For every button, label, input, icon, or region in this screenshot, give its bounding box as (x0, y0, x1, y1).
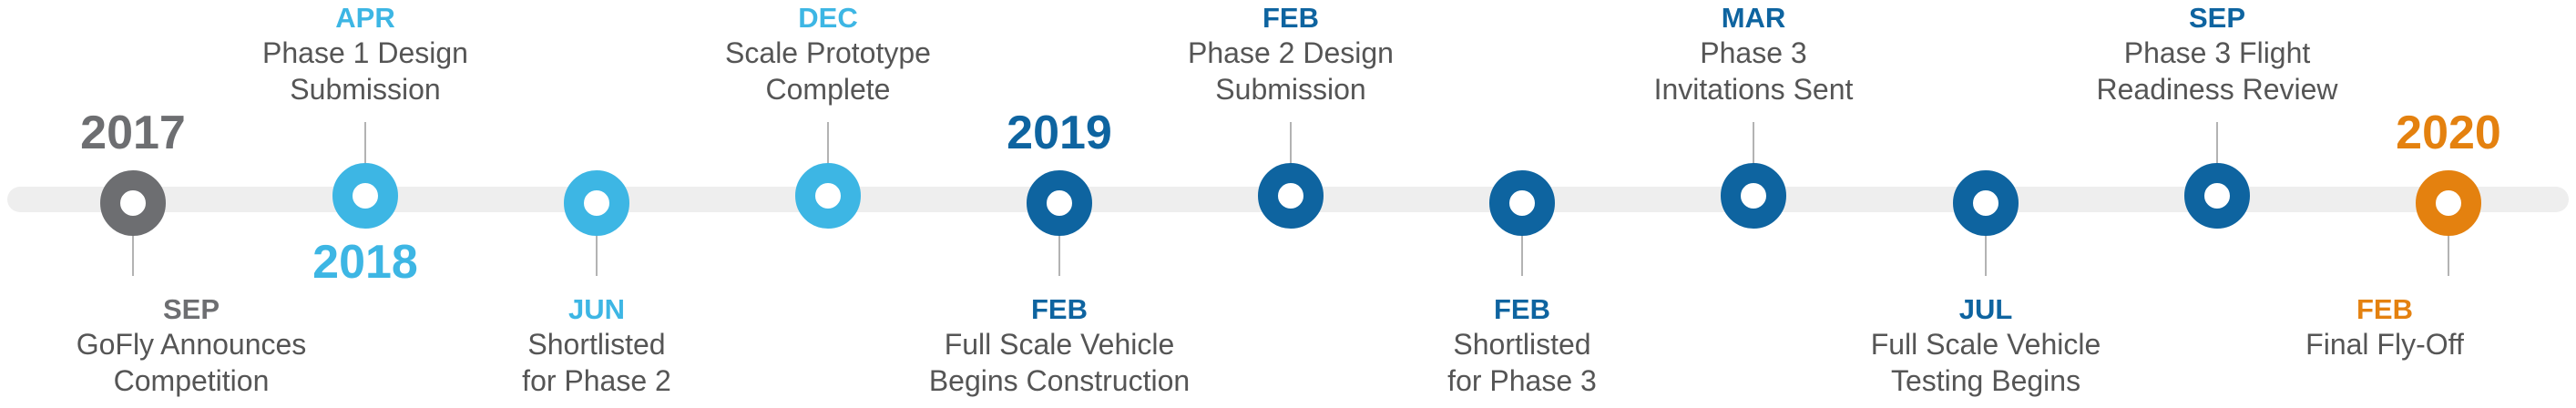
connector-line (132, 230, 134, 276)
milestone-month: SEP (2188, 2, 2246, 34)
connector-line (1985, 230, 1987, 276)
milestone-description: GoFly Announces Competition (76, 328, 307, 397)
connector-line (596, 230, 598, 276)
milestone-marker (100, 170, 166, 236)
connector-line (2448, 230, 2449, 276)
milestone-month: FEB (1494, 293, 1550, 325)
milestone-month: SEP (162, 293, 220, 325)
year-label: 2019 (1007, 107, 1112, 159)
milestone-marker (1953, 170, 2019, 236)
milestone-month: JUN (567, 293, 625, 325)
milestone-description: Full Scale Vehicle Testing Begins (1870, 328, 2101, 397)
milestone-marker (1721, 163, 1786, 229)
milestone-month: FEB (1031, 293, 1088, 325)
milestone-description: Final Fly-Off (2305, 328, 2464, 361)
milestone-marker (2416, 170, 2481, 236)
milestone-description: Phase 2 Design Submission (1188, 36, 1394, 106)
milestone-marker (332, 163, 398, 229)
milestone-marker (1258, 163, 1324, 229)
milestone-description: Phase 1 Design Submission (262, 36, 468, 106)
milestone-marker (2184, 163, 2250, 229)
milestone-description: Scale Prototype Complete (725, 36, 931, 106)
year-label: 2017 (80, 107, 186, 159)
milestone-month: JUL (1958, 293, 2013, 325)
milestone-month: FEB (1262, 2, 1319, 34)
connector-line (2216, 122, 2218, 169)
milestone-marker (1027, 170, 1092, 236)
connector-line (1521, 230, 1523, 276)
milestone-description: Shortlisted for Phase 3 (1447, 328, 1597, 397)
milestone-month: APR (335, 2, 395, 34)
connector-line (1290, 122, 1292, 169)
year-label: 2020 (2396, 107, 2501, 159)
connector-line (827, 122, 829, 169)
milestone-month: DEC (798, 2, 858, 34)
milestone-marker (564, 170, 629, 236)
milestone-month: MAR (1721, 2, 1786, 34)
milestone-marker (1489, 170, 1555, 236)
connector-line (1058, 230, 1060, 276)
milestone-description: Shortlisted for Phase 2 (522, 328, 671, 397)
year-label: 2018 (312, 236, 418, 289)
connector-line (364, 122, 366, 169)
connector-line (1753, 122, 1754, 169)
milestone-description: Full Scale Vehicle Begins Construction (928, 328, 1191, 397)
milestone-description: Phase 3 Invitations Sent (1653, 36, 1854, 106)
milestone-marker (795, 163, 861, 229)
milestone-description: Phase 3 Flight Readiness Review (2096, 36, 2338, 106)
milestone-month: FEB (2356, 293, 2413, 325)
